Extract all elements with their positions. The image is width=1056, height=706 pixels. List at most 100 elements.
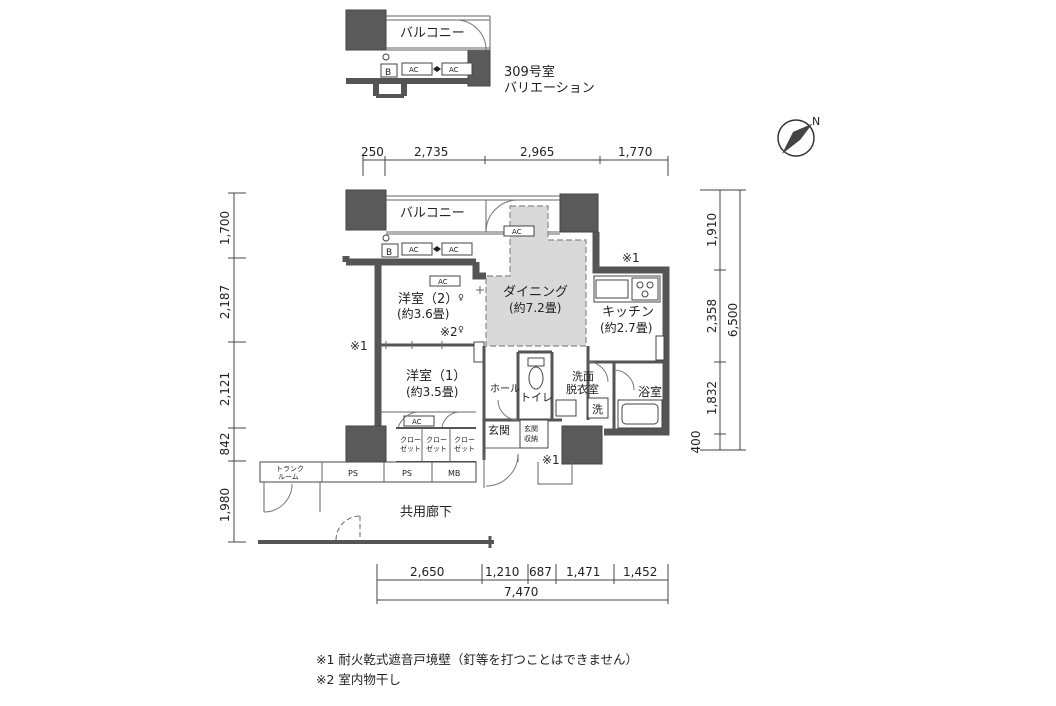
- closet-label: クロー: [454, 436, 475, 444]
- dim-right-total: 6,500: [726, 303, 740, 337]
- dim-top-4: 1,770: [618, 145, 652, 159]
- column: [559, 193, 599, 233]
- western2-name: 洋室（2）: [398, 291, 458, 307]
- closet-label: クロー: [400, 436, 421, 444]
- dim-right-3: 1,832: [705, 381, 719, 415]
- entrance-storage-label: 収納: [524, 434, 538, 443]
- fridge-space: [655, 335, 665, 361]
- bathtub-inner: [621, 403, 659, 425]
- toilet-label: トイレ: [520, 391, 553, 404]
- western1-area: (約3.5畳): [406, 384, 458, 399]
- note1-mark: ※1: [622, 251, 640, 265]
- dim-left-2: 2,187: [218, 285, 232, 319]
- b-label: B: [385, 68, 391, 78]
- note1-mark: ※1: [350, 339, 368, 353]
- mb-label: MB: [448, 469, 460, 478]
- bath-label: 浴室: [638, 384, 662, 399]
- dim-left-3: 2,121: [218, 372, 232, 406]
- ac-label: AC: [438, 278, 448, 286]
- utility-row: トランク ルーム PS PS MB: [259, 461, 477, 513]
- ac-unit: [503, 225, 535, 237]
- variation-room-no: 309号室: [504, 64, 555, 80]
- bottom-dimensions: 2,650 1,210 687 1,471 1,452 7,470: [376, 564, 669, 604]
- note-2: ※2 室内物干し: [316, 672, 401, 687]
- closet-label: クロー: [426, 436, 447, 444]
- trunk-label: トランク: [276, 465, 304, 473]
- ac-label: AC: [512, 228, 522, 236]
- toilet-bowl: [528, 366, 544, 390]
- wash-basin: [555, 399, 577, 417]
- ac-label: AC: [409, 66, 419, 74]
- hanger-icon: ♀: [458, 325, 464, 334]
- washer-box: [587, 397, 609, 419]
- hall-label: ホール: [490, 383, 520, 395]
- kitchen-name: キッチン: [602, 305, 654, 320]
- dim-right-1: 1,910: [705, 213, 719, 247]
- closets: クロー ゼット クロー ゼット クロー ゼット: [396, 427, 476, 463]
- western2-area: (約3.6畳): [397, 306, 449, 321]
- ac-label: AC: [449, 246, 459, 254]
- entrance-label: 玄関: [488, 423, 510, 437]
- sink: [595, 279, 629, 299]
- pipe-icon: [382, 234, 390, 242]
- closet-label: ゼット: [426, 444, 447, 453]
- ps-label: PS: [348, 469, 358, 478]
- ps-label: PS: [402, 469, 412, 478]
- dim-left-4: 842: [218, 433, 232, 456]
- hanger-icon: ♀: [458, 293, 464, 302]
- left-dimensions: 1,700 2,187 2,121 842 1,980: [218, 192, 246, 543]
- washroom-label-1: 洗面: [572, 370, 594, 383]
- dining-name: ダイニング: [503, 285, 568, 300]
- closet-label: ゼット: [454, 444, 475, 453]
- diamond-icon: [433, 246, 441, 252]
- b-label: B: [386, 248, 392, 258]
- dim-top-2: 2,735: [414, 145, 448, 159]
- dim-bottom-4: 1,471: [566, 565, 600, 579]
- dim-left-5: 1,980: [218, 488, 232, 522]
- dim-bottom-2: 1,210: [485, 565, 519, 579]
- compass-north-label: N: [812, 115, 820, 128]
- main-plan: バルコニー B AC AC AC ダイニング (約7.2畳) AC 洋室（2） …: [258, 189, 670, 548]
- closet-label: ゼット: [400, 444, 421, 453]
- note1-mark: ※1: [542, 453, 560, 467]
- variation-balcony-label: バルコニー: [400, 26, 465, 41]
- washroom-label-2: 脱衣室: [566, 382, 599, 396]
- b-box: [380, 63, 398, 78]
- ac-unit: [441, 62, 473, 76]
- column: [345, 425, 387, 463]
- ac-unit: [441, 242, 473, 256]
- pipe-icon: [382, 53, 390, 61]
- dim-top-1: 250: [361, 145, 384, 159]
- note-1: ※1 耐火乾式遮音戸境壁（釘等を打つことはできません）: [316, 652, 638, 667]
- dining-area: [485, 205, 587, 347]
- ac-unit: [429, 275, 461, 287]
- entrance-storage-label: 玄関: [524, 424, 538, 433]
- toilet-tank: [527, 357, 545, 367]
- ac-unit: [403, 415, 435, 427]
- entrance-storage: [519, 419, 549, 449]
- diamond-icon: [433, 66, 441, 72]
- western1-name: 洋室（1）: [406, 368, 466, 384]
- ac-unit: [401, 62, 433, 76]
- dim-right-4: 400: [689, 431, 703, 454]
- corridor-label: 共用廊下: [400, 504, 452, 520]
- b-box: [381, 243, 399, 258]
- dim-bottom-total: 7,470: [504, 585, 538, 599]
- balcony-label: バルコニー: [400, 206, 465, 221]
- dim-bottom-3: 687: [529, 565, 552, 579]
- column: [561, 425, 603, 465]
- utility-strip: [259, 461, 477, 483]
- dining-area-text: (約7.2畳): [509, 300, 561, 315]
- compass: N: [777, 115, 820, 157]
- column: [345, 9, 387, 51]
- dim-bottom-5: 1,452: [623, 565, 657, 579]
- trunk-label: ルーム: [278, 473, 299, 481]
- top-dimensions: 250 2,735 2,965 1,770: [361, 145, 669, 176]
- ac-unit: [401, 242, 433, 256]
- kitchen-area: (約2.7畳): [600, 320, 652, 335]
- dim-top-3: 2,965: [520, 145, 554, 159]
- note2-mark: ※2: [440, 325, 458, 339]
- right-dimensions: 1,910 2,358 1,832 400 6,500: [689, 189, 746, 454]
- dim-left-1: 1,700: [218, 211, 232, 245]
